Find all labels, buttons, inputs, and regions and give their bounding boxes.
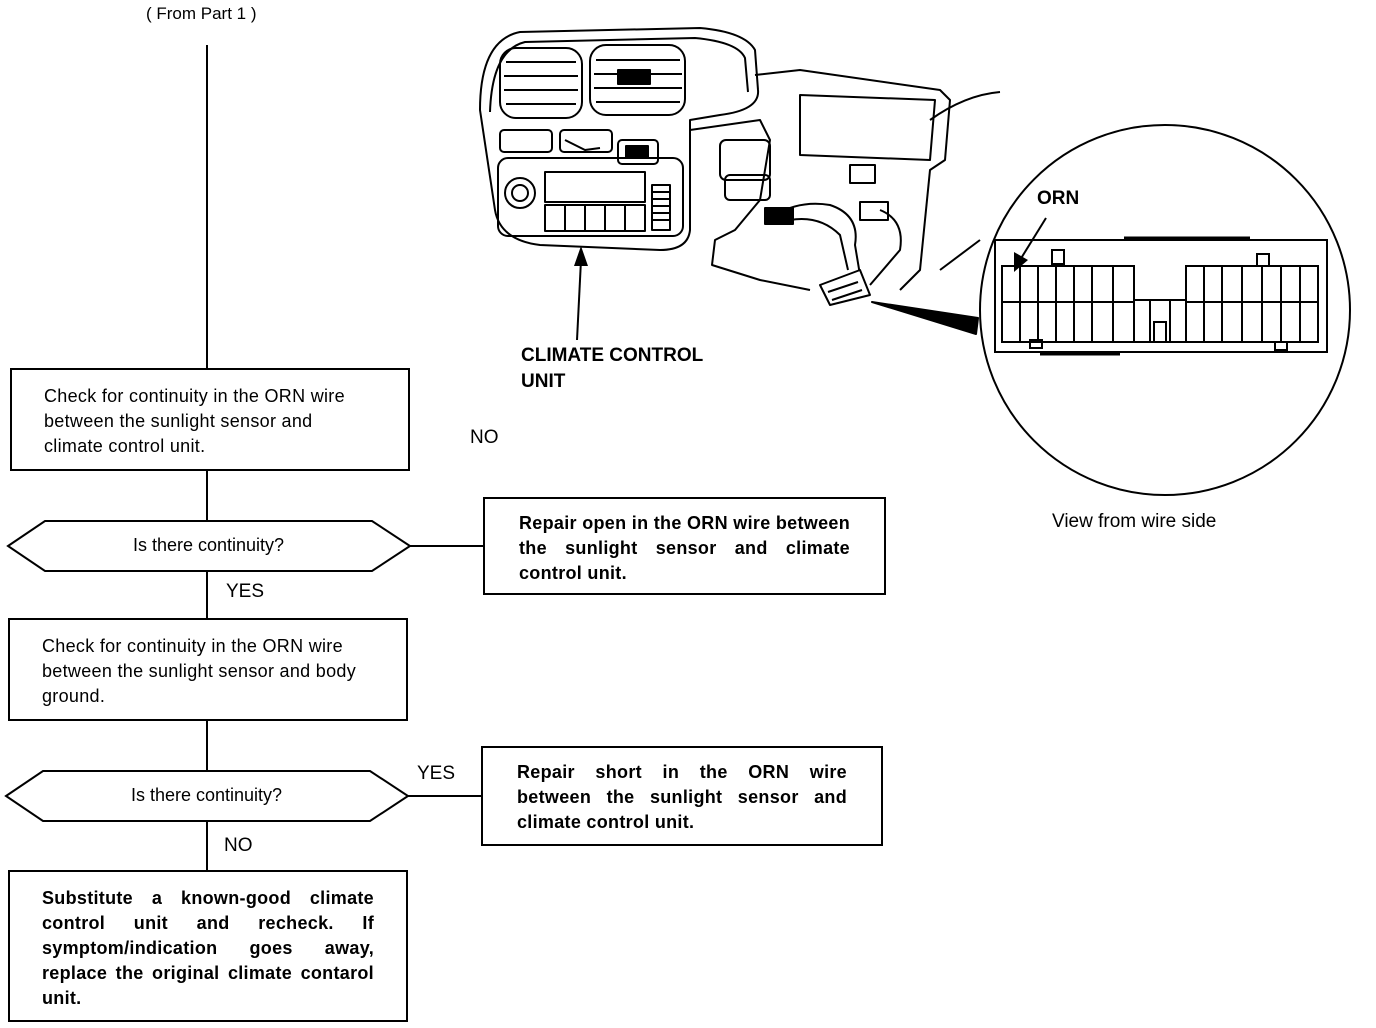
repair-short-text: Repair short in the ORN wire between the… [517, 762, 847, 832]
magnify-pointer [871, 301, 979, 335]
control-knob [504, 177, 536, 209]
center-vent [589, 44, 686, 116]
repair-open-text: Repair open in the ORN wire between the … [519, 513, 850, 583]
from-part-label: ( From Part 1 ) [146, 4, 257, 23]
climate-control-face [497, 157, 684, 237]
orn-pointer-arrow [1019, 217, 1047, 261]
harness-connector-b [859, 201, 889, 221]
dash-panel-inner [489, 37, 749, 113]
decision-text-2: Is there continuity? [130, 785, 283, 805]
check-continuity-text-1: Check for continuity in the ORN wire bet… [44, 386, 345, 456]
substitute-text: Substitute a known-good climate control … [42, 888, 374, 1008]
orn-terminal-label: ORN [1037, 188, 1080, 209]
branch-no-1: NO [470, 427, 499, 448]
decision-text-1: Is there continuity? [132, 535, 285, 555]
climate-unit-connector [819, 269, 871, 306]
left-vent [499, 47, 583, 119]
view-caption: View from wire side [1052, 511, 1217, 532]
climate-control-callout: CLIMATE CONTROL UNIT [521, 343, 703, 395]
check-continuity-box-1: Check for continuity in the ORN wire bet… [10, 368, 410, 471]
climate-control-callout-line1: CLIMATE CONTROL [521, 345, 704, 366]
branch-yes-1: YES [226, 581, 265, 602]
magnified-view-circle [979, 124, 1351, 496]
branch-no-2: NO [224, 835, 253, 856]
check-continuity-box-2: Check for continuity in the ORN wire bet… [8, 618, 408, 721]
repair-short-box: Repair short in the ORN wire between the… [481, 746, 883, 846]
connector-terminals-left [1001, 265, 1135, 343]
harness-connector-a [764, 207, 794, 225]
slider-grille [651, 184, 671, 231]
dash-panel-outline [479, 27, 760, 251]
connector-terminals-right [1185, 265, 1319, 343]
decision-shape-2 [4, 770, 410, 822]
callout-arrow [576, 259, 582, 341]
check-continuity-text-2: Check for continuity in the ORN wire bet… [42, 636, 357, 706]
repair-open-box: Repair open in the ORN wire between the … [483, 497, 886, 595]
connector-outline [994, 239, 1328, 353]
vent-tab [617, 69, 651, 85]
decision-shape-1 [6, 520, 412, 572]
branch-yes-2: YES [417, 763, 456, 784]
substitute-box: Substitute a known-good climate control … [8, 870, 408, 1022]
rear-housing [754, 69, 951, 291]
climate-control-callout-line2: UNIT [521, 371, 566, 392]
